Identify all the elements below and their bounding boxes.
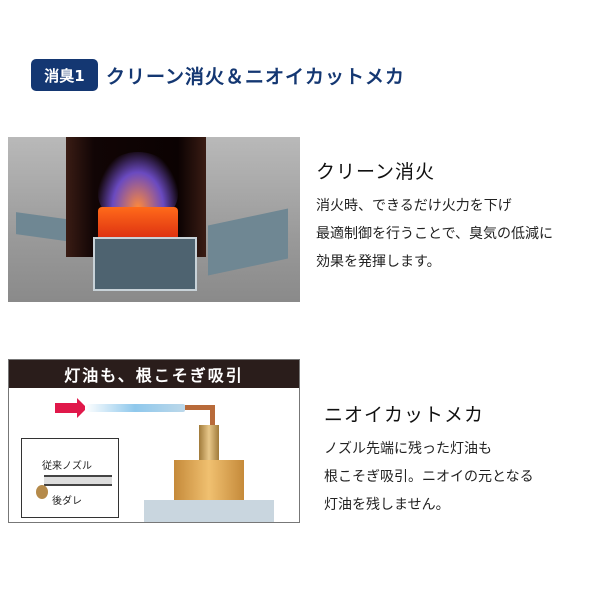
burner-base	[93, 237, 197, 291]
section2-line: 根こそぎ吸引。ニオイの元となる	[324, 469, 534, 485]
pump-body	[144, 500, 274, 522]
conventional-nozzle-inset: 従来ノズル 後ダレ	[21, 438, 119, 518]
section2-body: ノズル先端に残った灯油も 根こそぎ吸引。ニオイの元となる 灯油を残しません。	[324, 435, 534, 519]
pipe	[185, 405, 215, 410]
section2-text: ニオイカットメカ ノズル先端に残った灯油も 根こそぎ吸引。ニオイの元となる 灯油…	[324, 400, 534, 519]
oil-drip-icon	[36, 485, 48, 499]
section1-line: 効果を発揮します。	[316, 254, 441, 270]
section1-text: クリーン消火 消火時、できるだけ火力を下げ 最適制御を行うことで、臭気の低減に …	[316, 157, 553, 276]
inset-label-drip: 後ダレ	[52, 496, 82, 507]
section2-line: 灯油を残しません。	[324, 497, 450, 513]
section1-body: 消火時、できるだけ火力を下げ 最適制御を行うことで、臭気の低減に 効果を発揮しま…	[316, 192, 553, 276]
nozzle-suction-image: 灯油も、根こそぎ吸引 従来ノズル 後ダレ	[8, 359, 300, 523]
section1-title: クリーン消火	[316, 161, 436, 183]
burner	[98, 207, 178, 242]
heading-title: クリーン消火＆ニオイカットメカ	[106, 65, 406, 88]
pipe-vertical	[210, 405, 215, 430]
conventional-nozzle-tube	[44, 475, 112, 486]
image-header: 灯油も、根こそぎ吸引	[9, 360, 299, 388]
section-heading: 消臭1 クリーン消火＆ニオイカットメカ	[31, 59, 405, 91]
inset-label-conventional: 従来ノズル	[42, 461, 92, 472]
deodorize-badge: 消臭1	[31, 59, 98, 91]
section1-line: 最適制御を行うことで、臭気の低減に	[316, 226, 554, 242]
burner-cutaway-image	[8, 137, 300, 302]
section1-line: 消火時、できるだけ火力を下げ	[316, 198, 512, 214]
nozzle	[85, 404, 185, 412]
section2-title: ニオイカットメカ	[324, 404, 485, 426]
section2-line: ノズル先端に残った灯油も	[324, 441, 492, 457]
valve-stem	[199, 425, 219, 465]
arrow-right-icon	[55, 398, 87, 418]
bracket-right	[208, 208, 288, 276]
